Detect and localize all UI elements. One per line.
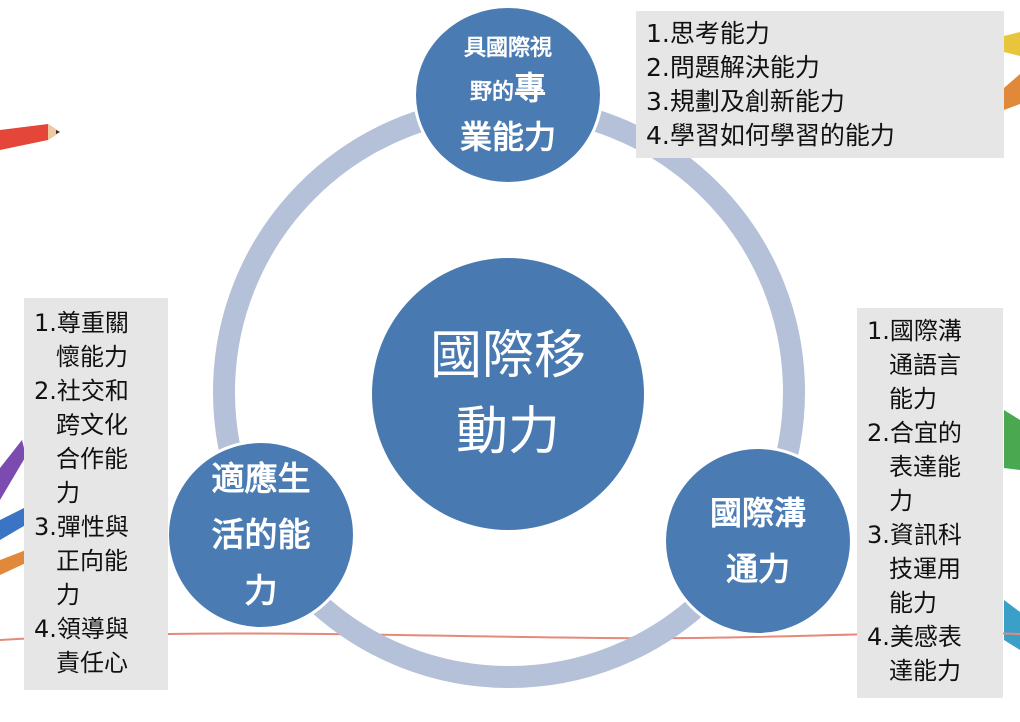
right-list-line-5: 表達能 [889,453,961,481]
left-list-line-6: 力 [56,479,80,507]
top-node-line-2-big: 專 [514,68,547,107]
top-node-line-2: 野的專 [470,66,546,115]
left-list-line-9: 力 [56,581,80,609]
right-list-line-10: 4.美感表 [867,623,962,651]
right-list-line-9: 能力 [889,589,937,617]
right-list-line-7: 3.資訊科 [867,521,962,549]
left-node-life-adaptation: 適應生 活的能 力 [166,440,356,630]
right-node-communication: 國際溝 通力 [663,446,853,636]
pencils-right-edge [1004,32,1020,650]
center-node-line-1: 國際移 [429,326,586,386]
left-node-line-2: 活的能 [211,515,311,554]
right-list-line-8: 技運用 [889,555,961,583]
right-list-line-1: 1.國際溝 [867,317,962,345]
right-node-line-1: 國際溝 [709,494,806,532]
left-list-line-7: 3.彈性與 [34,513,129,541]
right-node-line-2: 通力 [725,550,790,588]
left-list-line-3: 2.社交和 [34,377,129,405]
center-node-international-mobility: 國際移 動力 [372,258,644,530]
right-list-line-3: 能力 [889,385,937,413]
top-node-line-1: 具國際視 [463,35,552,61]
left-list-line-5: 合作能 [56,445,128,473]
top-node-professional-ability: 具國際視 野的專 業能力 [413,5,603,185]
top-list-item-3: 3.規劃及創新能力 [646,87,845,116]
left-list-line-4: 跨文化 [56,411,128,439]
pencil-top-left [0,124,60,150]
right-ability-list: 1.國際溝 通語言 能力 2.合宜的 表達能 力 3.資訊科 技運用 能力 4.… [857,308,1003,698]
right-list-line-2: 通語言 [889,351,961,379]
left-list-line-8: 正向能 [56,547,128,575]
right-list-line-6: 力 [889,487,913,515]
right-list-line-11: 達能力 [889,657,961,685]
center-node-line-2: 動力 [455,402,560,462]
left-list-line-2: 懷能力 [56,343,128,371]
right-list-line-4: 2.合宜的 [867,419,962,447]
top-node-line-3: 業能力 [459,117,556,156]
left-node-line-3: 力 [244,571,278,610]
top-ability-list: 1.思考能力 2.問題解決能力 3.規劃及創新能力 4.學習如何學習的能力 [636,11,1004,158]
left-list-line-11: 責任心 [56,649,128,677]
left-list-line-10: 4.領導與 [34,615,129,643]
top-list-item-1: 1.思考能力 [646,19,770,48]
top-list-item-4: 4.學習如何學習的能力 [646,121,895,150]
left-ability-list: 1.尊重關 懷能力 2.社交和 跨文化 合作能 力 3.彈性與 正向能 力 4.… [24,298,168,690]
left-list-line-1: 1.尊重關 [34,309,129,337]
top-node-line-2-small: 野的 [469,79,514,105]
left-node-line-1: 適應生 [211,459,311,498]
top-list-item-2: 2.問題解決能力 [646,53,820,82]
